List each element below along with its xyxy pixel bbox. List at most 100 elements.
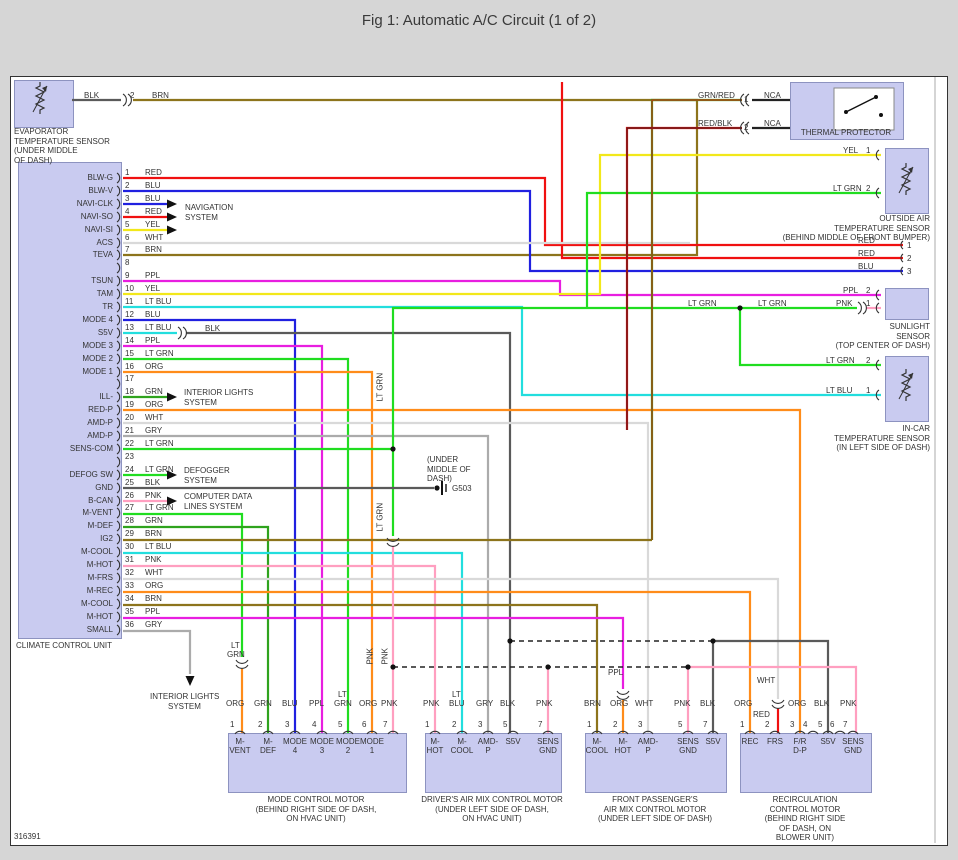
drivers-air-mix-control-motor-pin-number: 3 xyxy=(478,720,483,729)
climate-pin-number: 10 xyxy=(125,284,134,293)
climate-pin-color-code: ORG xyxy=(145,581,164,590)
wire-label: LT BLU xyxy=(826,386,853,395)
climate-pin-color-code: WHT xyxy=(145,568,164,577)
wire-label: BLK xyxy=(500,699,516,708)
climate-pin-name: M-HOT xyxy=(86,560,113,569)
climate-pin-name: M-DEF xyxy=(87,521,113,530)
wire-label: BLU xyxy=(282,699,298,708)
climate-pin-number: 13 xyxy=(125,323,134,332)
wire-label: BLK xyxy=(205,324,221,333)
wire-label: WHT xyxy=(635,699,654,708)
climate-pin-number: 15 xyxy=(125,349,134,358)
climate-pin-name: DEFOG SW xyxy=(69,470,113,479)
wire-label: PNK xyxy=(380,648,390,665)
mode-control-motor-pin-number: 7 xyxy=(383,720,388,729)
climate-pin-color-code: YEL xyxy=(145,220,161,229)
climate-pin-number: 30 xyxy=(125,542,134,551)
climate-pin-name: NAVI-SO xyxy=(80,212,113,221)
climate-pin-color-code: GRN xyxy=(145,387,163,396)
climate-pin-color-code: PNK xyxy=(145,491,162,500)
climate-pin-name: SMALL xyxy=(86,625,113,634)
climate-pin-color-code: GRY xyxy=(145,426,163,435)
climate-pin-color-code: GRN xyxy=(145,516,163,525)
climate-pin-name: IG2 xyxy=(100,534,113,543)
climate-pin-color-code: BLU xyxy=(145,181,161,190)
drivers-air-mix-control-motor-pin-number: 7 xyxy=(538,720,543,729)
wire-label: RED xyxy=(753,710,770,719)
drivers-air-mix-control-motor xyxy=(425,733,562,793)
mode-control-motor-pin-label: M-DEF xyxy=(260,737,276,755)
wire-label: GRY xyxy=(476,699,494,708)
wire-label: ORG xyxy=(610,699,629,708)
recirculation-control-motor-pin-number: 2 xyxy=(765,720,770,729)
mode-control-motor-pin-label: M-VENT xyxy=(229,737,251,755)
climate-pin-number: 34 xyxy=(125,594,134,603)
wire-label: PPL xyxy=(608,668,624,677)
climate-pin-name: M-FRS xyxy=(87,573,113,582)
page-title: Fig 1: Automatic A/C Circuit (1 of 2) xyxy=(361,12,597,29)
outside-air-temperature-sensor-pin-number: 2 xyxy=(866,184,871,193)
recirculation-control-motor-pin-number: 5 xyxy=(818,720,823,729)
climate-pin-number: 29 xyxy=(125,529,134,538)
wire-label: LT GRN xyxy=(758,299,787,308)
wire-label: BRN xyxy=(584,699,601,708)
wire-label: BLK xyxy=(84,91,100,100)
wire-label: ORG xyxy=(359,699,378,708)
wire-label: PNK xyxy=(840,699,857,708)
climate-pin-name: NAVI-SI xyxy=(84,225,113,234)
climate-pin-color-code: LT GRN xyxy=(145,465,174,474)
front-passengers-air-mix-control-motor xyxy=(585,733,727,793)
wire-label: ORG xyxy=(788,699,807,708)
drivers-air-mix-control-motor-pin-number: 2 xyxy=(452,720,457,729)
wire-label: GRN/RED xyxy=(698,91,735,100)
recirculation-control-motor-pin-number: 6 xyxy=(830,720,835,729)
drivers-air-mix-control-motor-pin-number: 5 xyxy=(503,720,508,729)
wire-label: PPL xyxy=(843,286,859,295)
wire-label: PNK xyxy=(365,648,375,665)
climate-pin-name: TAM xyxy=(96,289,113,298)
climate-pin-name: BLW-G xyxy=(87,173,113,182)
sunlight-sensor xyxy=(885,288,929,320)
climate-pin-name: GND xyxy=(95,483,113,492)
climate-pin-color-code: LT GRN xyxy=(145,349,174,358)
climate-pin-color-code: PPL xyxy=(145,271,161,280)
climate-pin-number: 22 xyxy=(125,439,134,448)
climate-pin-name: M-COOL xyxy=(81,599,113,608)
front-passengers-air-mix-control-motor-pin-label: M-HOT xyxy=(614,737,632,755)
climate-pin-color-code: WHT xyxy=(145,233,164,242)
climate-pin-name: ILL- xyxy=(99,392,113,401)
wire-label: SYSTEM xyxy=(184,476,217,485)
climate-pin-name: NAVI-CLK xyxy=(76,199,113,208)
climate-pin-number: 8 xyxy=(125,258,130,267)
climate-pin-number: 35 xyxy=(125,607,134,616)
wire-label: YEL xyxy=(843,146,859,155)
wire-label: LINES SYSTEM xyxy=(184,502,243,511)
mode-control-motor-pin-number: 6 xyxy=(362,720,367,729)
climate-pin-number: 25 xyxy=(125,478,134,487)
mode-control-motor-pin-number: 4 xyxy=(312,720,317,729)
wire-label: PNK xyxy=(536,699,553,708)
climate-pin-number: 17 xyxy=(125,374,134,383)
climate-pin-name: M-VENT xyxy=(82,508,113,517)
edge-pin-number: 1 xyxy=(907,241,912,250)
recirculation-control-motor xyxy=(740,733,872,793)
climate-pin-color-code: RED xyxy=(145,207,162,216)
climate-pin-name: M-COOL xyxy=(81,547,113,556)
climate-pin-number: 3 xyxy=(125,194,130,203)
in-car-temperature-sensor-pin-number: 2 xyxy=(866,356,871,365)
climate-pin-name: MODE 3 xyxy=(82,341,113,350)
climate-pin-color-code: PPL xyxy=(145,607,161,616)
wire-label: 2 xyxy=(744,123,749,132)
wire-label: SYSTEM xyxy=(168,702,201,711)
drivers-air-mix-control-motor-pin-label: M-COOL xyxy=(450,737,474,755)
climate-control-unit xyxy=(18,162,122,639)
figure-id: 316391 xyxy=(14,832,41,841)
climate-pin-number: 26 xyxy=(125,491,134,500)
evaporator-temperature-sensor xyxy=(14,80,74,128)
wire-label: SYSTEM xyxy=(184,398,217,407)
wire-label: LT GRN xyxy=(375,372,385,402)
mode-control-motor-pin-number: 1 xyxy=(230,720,235,729)
